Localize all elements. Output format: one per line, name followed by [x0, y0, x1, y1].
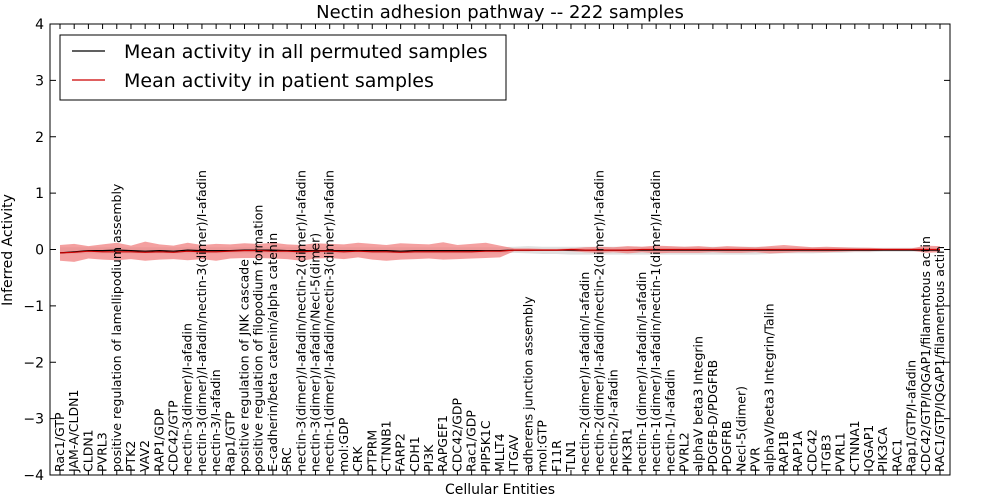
category-label: PIK3R1	[620, 428, 635, 472]
category-label: CDC42/GTP/IQGAP1/filamentous actin	[918, 236, 933, 472]
category-label: positive regulation of lamellipodium ass…	[109, 183, 124, 472]
category-label: RAP1/GDP	[151, 408, 166, 472]
category-label: PIK3CA	[875, 427, 890, 472]
category-label: TLN1	[563, 440, 578, 473]
category-label: CDH1	[407, 436, 422, 472]
category-label: Rac1/GDP	[464, 410, 479, 472]
category-label: RAC1/GTP/IQGAP1/filamentous actin	[932, 246, 947, 472]
chart-title: Nectin adhesion pathway -- 222 samples	[316, 2, 684, 23]
category-label: PI3K	[421, 444, 436, 472]
category-label: positive regulation of filopodium format…	[251, 205, 266, 472]
category-label: VAV2	[137, 440, 152, 472]
category-label: adherens junction assembly	[520, 296, 535, 472]
series-line-2	[59, 248, 940, 254]
category-label: RAPGEF1	[435, 415, 450, 472]
category-label: mol:GTP	[535, 420, 550, 472]
x-axis-label: Cellular Entities	[445, 482, 555, 498]
category-label: nectin-1/I-afadin	[662, 369, 677, 472]
category-label: nectin-1(dimer)/I-afadin/nectin-1(dimer)…	[648, 170, 663, 472]
category-label: nectin-3/I-afadin	[208, 369, 223, 472]
y-tick-label: −3	[23, 412, 44, 428]
category-label: PDGFB-D/PDGFRB	[705, 360, 720, 472]
legend: Mean activity in all permuted samplesMea…	[59, 34, 507, 101]
category-label: CDC42/GTP	[166, 400, 181, 472]
category-label: MLLT4	[492, 433, 507, 472]
y-ticks: −4 −3 −2 −1 0 1 2 3 4	[23, 17, 950, 484]
y-tick-label: −1	[23, 299, 44, 315]
category-label: E-cadherin/beta catenin/alpha catenin	[265, 233, 280, 472]
legend-label-2: Mean activity in patient samples	[124, 70, 434, 92]
y-tick-label: −2	[23, 355, 44, 371]
category-label: SRC	[279, 447, 294, 472]
category-label: nectin-2(dimer)/I-afadin/I-afadin	[577, 272, 592, 472]
category-label: CDC42	[804, 429, 819, 472]
category-label: nectin-2/I-afadin	[606, 369, 621, 472]
category-label: PIP5K1C	[478, 420, 493, 472]
category-label: positive regulation of JNK cascade	[237, 259, 252, 472]
category-label: FARP2	[393, 433, 408, 472]
category-label: nectin-3(dimer)/I-afadin/Necl-5(dimer)	[308, 233, 323, 472]
category-label: CTNNB1	[379, 420, 394, 472]
y-tick-label: −4	[23, 468, 44, 484]
category-label: IQGAP1	[861, 425, 876, 472]
category-label: PTK2	[123, 441, 138, 472]
category-label: PVR	[748, 447, 763, 472]
category-label: Rap1/GTP/I-afadin	[904, 360, 919, 472]
category-label: ITGAV	[506, 434, 521, 472]
category-label: JAM-A/CLDN1	[66, 390, 81, 473]
category-label: nectin-3(dimer)/I-afadin/nectin-3(dimer)…	[194, 170, 209, 472]
category-label: PVRL2	[677, 432, 692, 472]
y-axis-label: Inferred Activity	[0, 194, 16, 306]
category-label: PTPRM	[364, 430, 379, 472]
category-label: alphaV beta3 Integrin	[691, 336, 706, 472]
category-label: CLDN1	[80, 429, 95, 472]
y-tick-label: 0	[35, 243, 44, 259]
category-label: Rac1/GTP	[52, 412, 67, 472]
category-label: mol:GDP	[336, 417, 351, 472]
y-tick-label: 1	[35, 186, 44, 202]
category-label: nectin-3(dimer)/I-afadin	[180, 323, 195, 472]
category-label: CRK	[350, 446, 365, 472]
category-label: RAP1B	[776, 431, 791, 472]
category-label: CTNNA1	[847, 420, 862, 472]
category-label: Necl-5(dimer)	[733, 386, 748, 472]
y-tick-label: 3	[35, 73, 44, 89]
legend-box	[59, 34, 507, 101]
category-label: F11R	[549, 440, 564, 472]
legend-label-1: Mean activity in all permuted samples	[124, 41, 487, 63]
y-tick-label: 2	[35, 130, 44, 146]
category-label: Rap1/GTP	[222, 411, 237, 472]
category-label: ITGB3	[819, 434, 834, 472]
category-label: alphaV/beta3 Integrin/Talin	[762, 304, 777, 473]
category-label: PVRL1	[833, 432, 848, 472]
category-label: nectin-1(dimer)/I-afadin/nectin-3(dimer)…	[322, 170, 337, 472]
y-tick-label: 4	[35, 17, 44, 33]
category-label: PVRL3	[95, 432, 110, 472]
category-label: nectin-3(dimer)/I-afadin/nectin-2(dimer)…	[293, 170, 308, 472]
category-label: nectin-1(dimer)/I-afadin/I-afadin	[634, 272, 649, 472]
category-label: RAC1	[889, 439, 904, 472]
category-label: PDGFRB	[719, 421, 734, 472]
category-label: RAP1A	[790, 431, 805, 472]
category-label: CDC42/GDP	[449, 397, 464, 472]
category-label: nectin-2(dimer)/I-afadin/nectin-2(dimer)…	[591, 170, 606, 472]
series-lines	[59, 248, 940, 254]
